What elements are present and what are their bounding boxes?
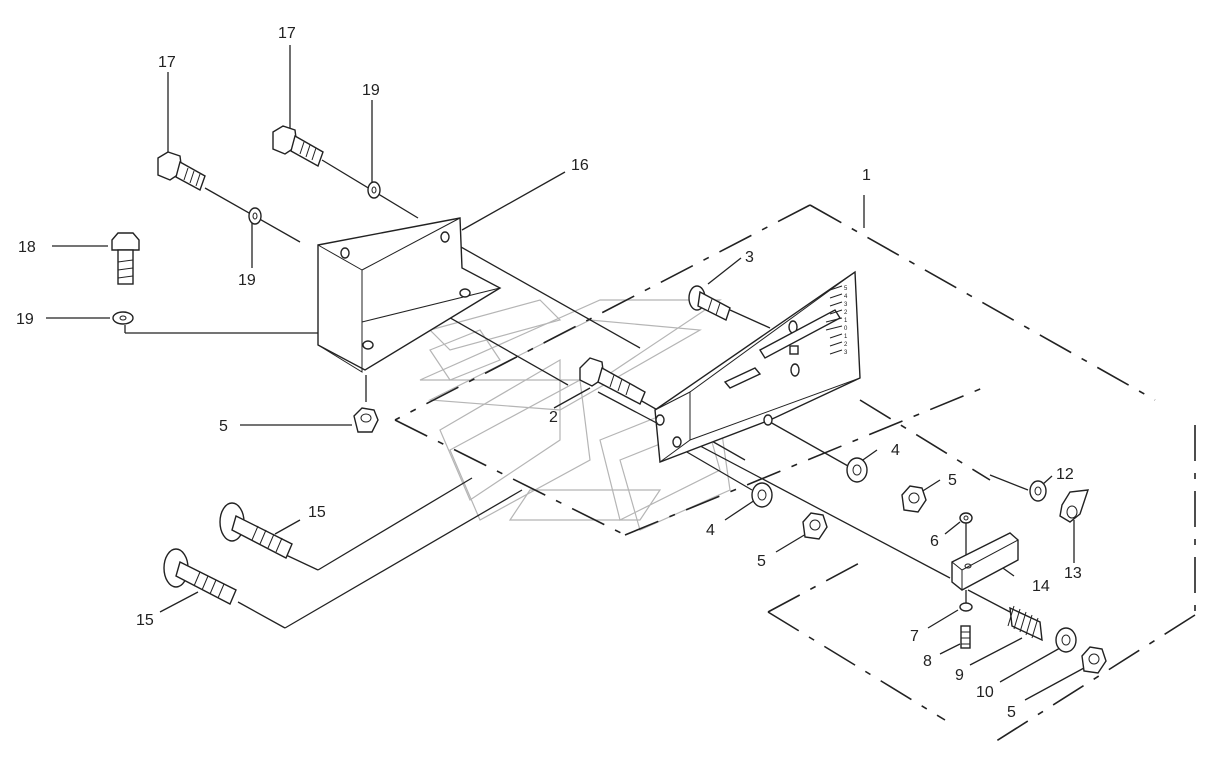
callout-14: 14 [1032,578,1050,595]
callout-5: 5 [948,472,957,489]
callout-13: 13 [1064,565,1082,582]
nut-5-right [901,485,927,513]
adjustment-scale: 5 4 3 2 1 0 1 2 3 [825,285,848,356]
callout-18: 18 [18,239,36,256]
scale-mark: 3 [844,302,848,308]
callout-15: 15 [308,504,326,521]
callout-7: 7 [910,628,919,645]
bolt-3 [688,285,731,321]
nut-6 [959,512,973,524]
washer-19-c [112,311,134,325]
spring-9 [1007,605,1043,642]
callout-6: 6 [930,533,939,550]
scale-mark: 5 [844,286,848,292]
scale-mark: 1 [844,318,848,324]
callout-17: 17 [278,25,296,42]
nut-5-bottom [1081,646,1107,674]
callout-labels: 1 2 3 4 4 5 5 5 5 6 7 8 9 10 12 13 14 15… [16,25,1082,721]
carriage-bolt-15-lower [163,548,237,605]
bolt-2 [579,357,646,405]
callout-9: 9 [955,667,964,684]
callout-5: 5 [757,553,766,570]
scale-mark: 2 [844,342,848,348]
block-14 [951,532,1019,591]
callout-16: 16 [571,157,589,174]
bolt-17-left [157,151,206,192]
wing-nut-13 [1059,489,1090,523]
scale-mark: 4 [844,294,848,300]
bolt-17-right [272,125,324,168]
callout-15: 15 [136,612,154,629]
plate-1: 5 4 3 2 1 0 1 2 3 [654,270,861,463]
washer-19-a [367,181,381,199]
washer-7 [959,602,973,612]
washer-4-left [751,482,773,508]
washer-4-right [846,457,868,483]
callout-4: 4 [706,522,715,539]
nut-5-middle [802,512,828,540]
callout-17: 17 [158,54,176,71]
washer-12 [1029,480,1047,502]
screw-8 [960,625,971,649]
callout-19: 19 [16,311,34,328]
callout-2: 2 [549,409,558,426]
washer-19-b [248,207,262,225]
callout-19: 19 [362,82,380,99]
callout-1: 1 [862,167,871,184]
callout-5: 5 [1007,704,1016,721]
scale-mark: 2 [844,310,848,316]
washer-10 [1055,627,1077,653]
bolt-18 [111,232,140,285]
carriage-bolt-15-upper [219,502,293,559]
callout-12: 12 [1056,466,1074,483]
scale-mark: 3 [844,350,848,356]
callout-8: 8 [923,653,932,670]
scale-mark: 0 [844,326,848,332]
bracket-16 [317,217,502,373]
callout-5: 5 [219,418,228,435]
frame-outline [394,195,1196,746]
scale-mark: 1 [844,334,848,340]
callout-3: 3 [745,249,754,266]
callout-4: 4 [891,442,900,459]
callout-10: 10 [976,684,994,701]
nut-5-bracket [353,407,379,433]
leader-lines [46,45,1085,701]
callout-19: 19 [238,272,256,289]
